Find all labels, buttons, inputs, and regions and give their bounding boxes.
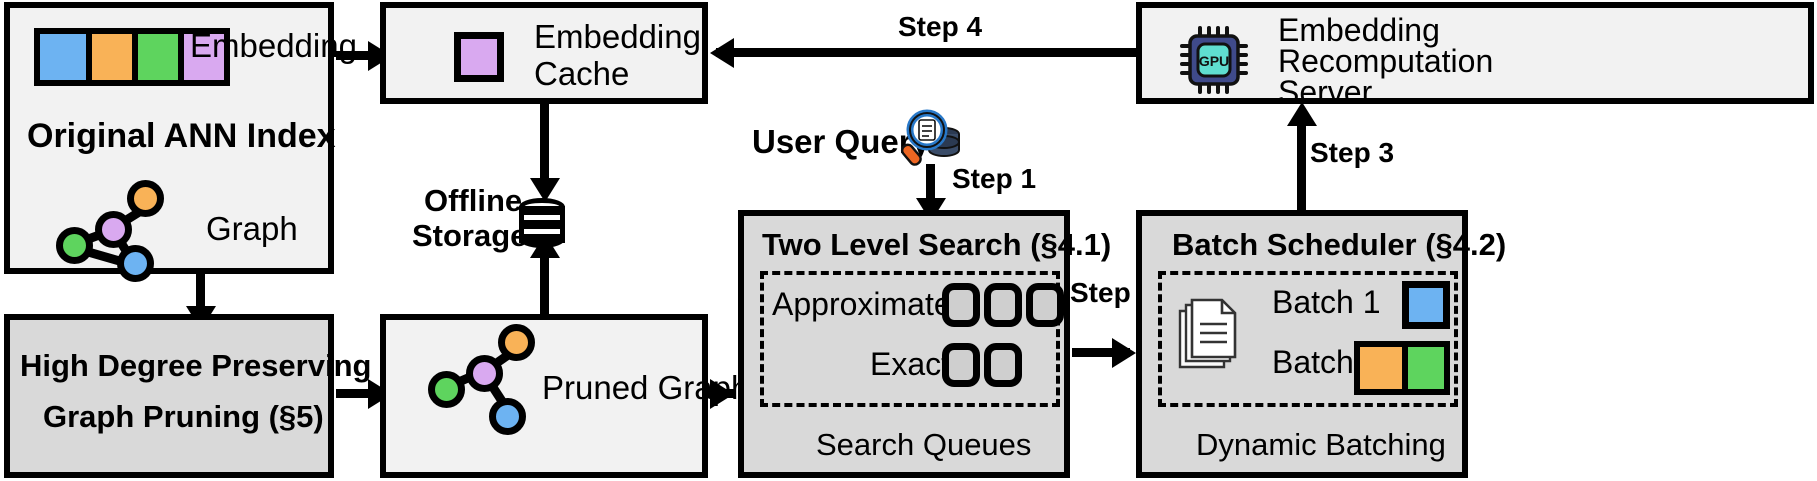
dynamic-batching-footer: Dynamic Batching	[1196, 427, 1446, 462]
gpu-icon-text: GPU	[1199, 53, 1229, 69]
batch-1-chip-blue	[1402, 281, 1450, 329]
arrow-step2-head	[1112, 338, 1136, 368]
recomputation-server-title-line3: Server	[1278, 74, 1373, 110]
arrow-step3-head	[1287, 102, 1317, 126]
magnifier-database-icon	[900, 109, 960, 166]
pruned-node-orange	[498, 324, 535, 361]
approximate-slot-2	[984, 283, 1022, 327]
pruned-graph-box: Pruned Graph	[380, 314, 749, 478]
arrow-step1-line	[926, 164, 935, 206]
documents-stack-icon	[1178, 298, 1237, 369]
pruned-graph-label: Pruned Graph	[542, 369, 750, 406]
arrow-pruned-to-search-head	[710, 379, 734, 409]
arrow-step4-head	[710, 38, 734, 68]
arrow-step2-line	[1072, 348, 1130, 357]
database-cylinder-icon	[519, 198, 565, 248]
gpu-chip-icon: GPU	[1180, 26, 1248, 94]
batch-2-chip-green	[1402, 347, 1444, 389]
cylinder-band-2	[519, 220, 565, 229]
embedding-cache-box: Embedding Cache	[380, 2, 708, 104]
embedding-chip-blue	[40, 34, 86, 80]
cylinder-band-3	[519, 234, 565, 243]
exact-slot-1	[942, 343, 980, 387]
batch-scheduler-box: Batch Scheduler (§4.2) Batch 1 Batch 2 D…	[1136, 210, 1506, 478]
two-level-search-title: Two Level Search (§4.1)	[762, 227, 1112, 262]
recomputation-server-title-line2: Recomputation	[1278, 43, 1494, 79]
exact-label: Exact	[870, 346, 951, 382]
step4-label: Step 4	[898, 11, 983, 42]
pruned-node-purple	[466, 355, 503, 392]
original-ann-index-title: Original ANN Index	[27, 117, 336, 155]
arrow-index-to-cache-line	[336, 51, 372, 60]
cylinder-band-1	[519, 206, 565, 215]
exact-slot-2	[984, 343, 1022, 387]
embedding-chip-orange	[86, 34, 132, 80]
approximate-slot-1	[942, 283, 980, 327]
embedding-cache-title-line1: Embedding	[534, 18, 701, 55]
graph-node-orange	[127, 180, 164, 217]
arrow-pruned-to-storage-line	[540, 258, 549, 324]
embedding-cache-title-line2: Cache	[534, 55, 630, 92]
graph-pruning-title-line1: High Degree Preserving	[20, 348, 372, 383]
graph-node-green	[56, 227, 93, 264]
offline-storage-label-line1: Offline	[424, 183, 523, 218]
batch-1-label: Batch 1	[1272, 284, 1381, 320]
graph-label: Graph	[206, 210, 298, 247]
recomputation-server-title-line1: Embedding	[1278, 12, 1440, 48]
embedding-chip-purple	[178, 34, 224, 80]
approximate-slot-3	[1026, 283, 1064, 327]
batch-2-chip-orange	[1360, 347, 1402, 389]
pruned-node-green	[428, 371, 465, 408]
batch-scheduler-title: Batch Scheduler (§4.2)	[1172, 227, 1507, 262]
dynamic-batching-dashed-area: Batch 1 Batch 2	[1158, 271, 1458, 407]
original-ann-index-box: Embedding Original ANN Index Graph	[4, 2, 357, 282]
arrow-step3-line	[1297, 116, 1306, 210]
pruned-node-blue	[489, 398, 526, 435]
step1-label: Step 1	[952, 163, 1037, 194]
arrow-cache-to-storage-line	[540, 104, 549, 182]
graph-node-blue	[117, 245, 154, 282]
two-level-search-box: Two Level Search (§4.1) Approximate Exac…	[738, 210, 1111, 478]
batch-2-chip-strip	[1354, 341, 1450, 395]
recomputation-server-box: GPU Embedding Recomputation Server	[1136, 2, 1814, 109]
embedding-label: Embedding	[190, 27, 357, 64]
approximate-label: Approximate	[772, 286, 952, 322]
graph-pruning-title-line2: Graph Pruning (§5)	[43, 399, 324, 434]
search-queues-footer: Search Queues	[816, 427, 1032, 462]
arrow-index-to-pruning-line	[196, 274, 205, 312]
offline-storage-label-line2: Storage	[412, 218, 528, 253]
embedding-cache-chip-purple	[454, 32, 504, 82]
step3-label: Step 3	[1310, 137, 1395, 168]
arrow-pruning-to-pruned-line	[336, 389, 372, 398]
arrow-step4-line	[716, 48, 1136, 57]
graph-node-purple	[95, 211, 132, 248]
embedding-chip-strip	[34, 28, 230, 86]
search-queues-dashed-area: Approximate Exact	[760, 271, 1064, 407]
embedding-chip-green	[132, 34, 178, 80]
graph-pruning-box: High Degree Preserving Graph Pruning (§5…	[4, 314, 371, 478]
